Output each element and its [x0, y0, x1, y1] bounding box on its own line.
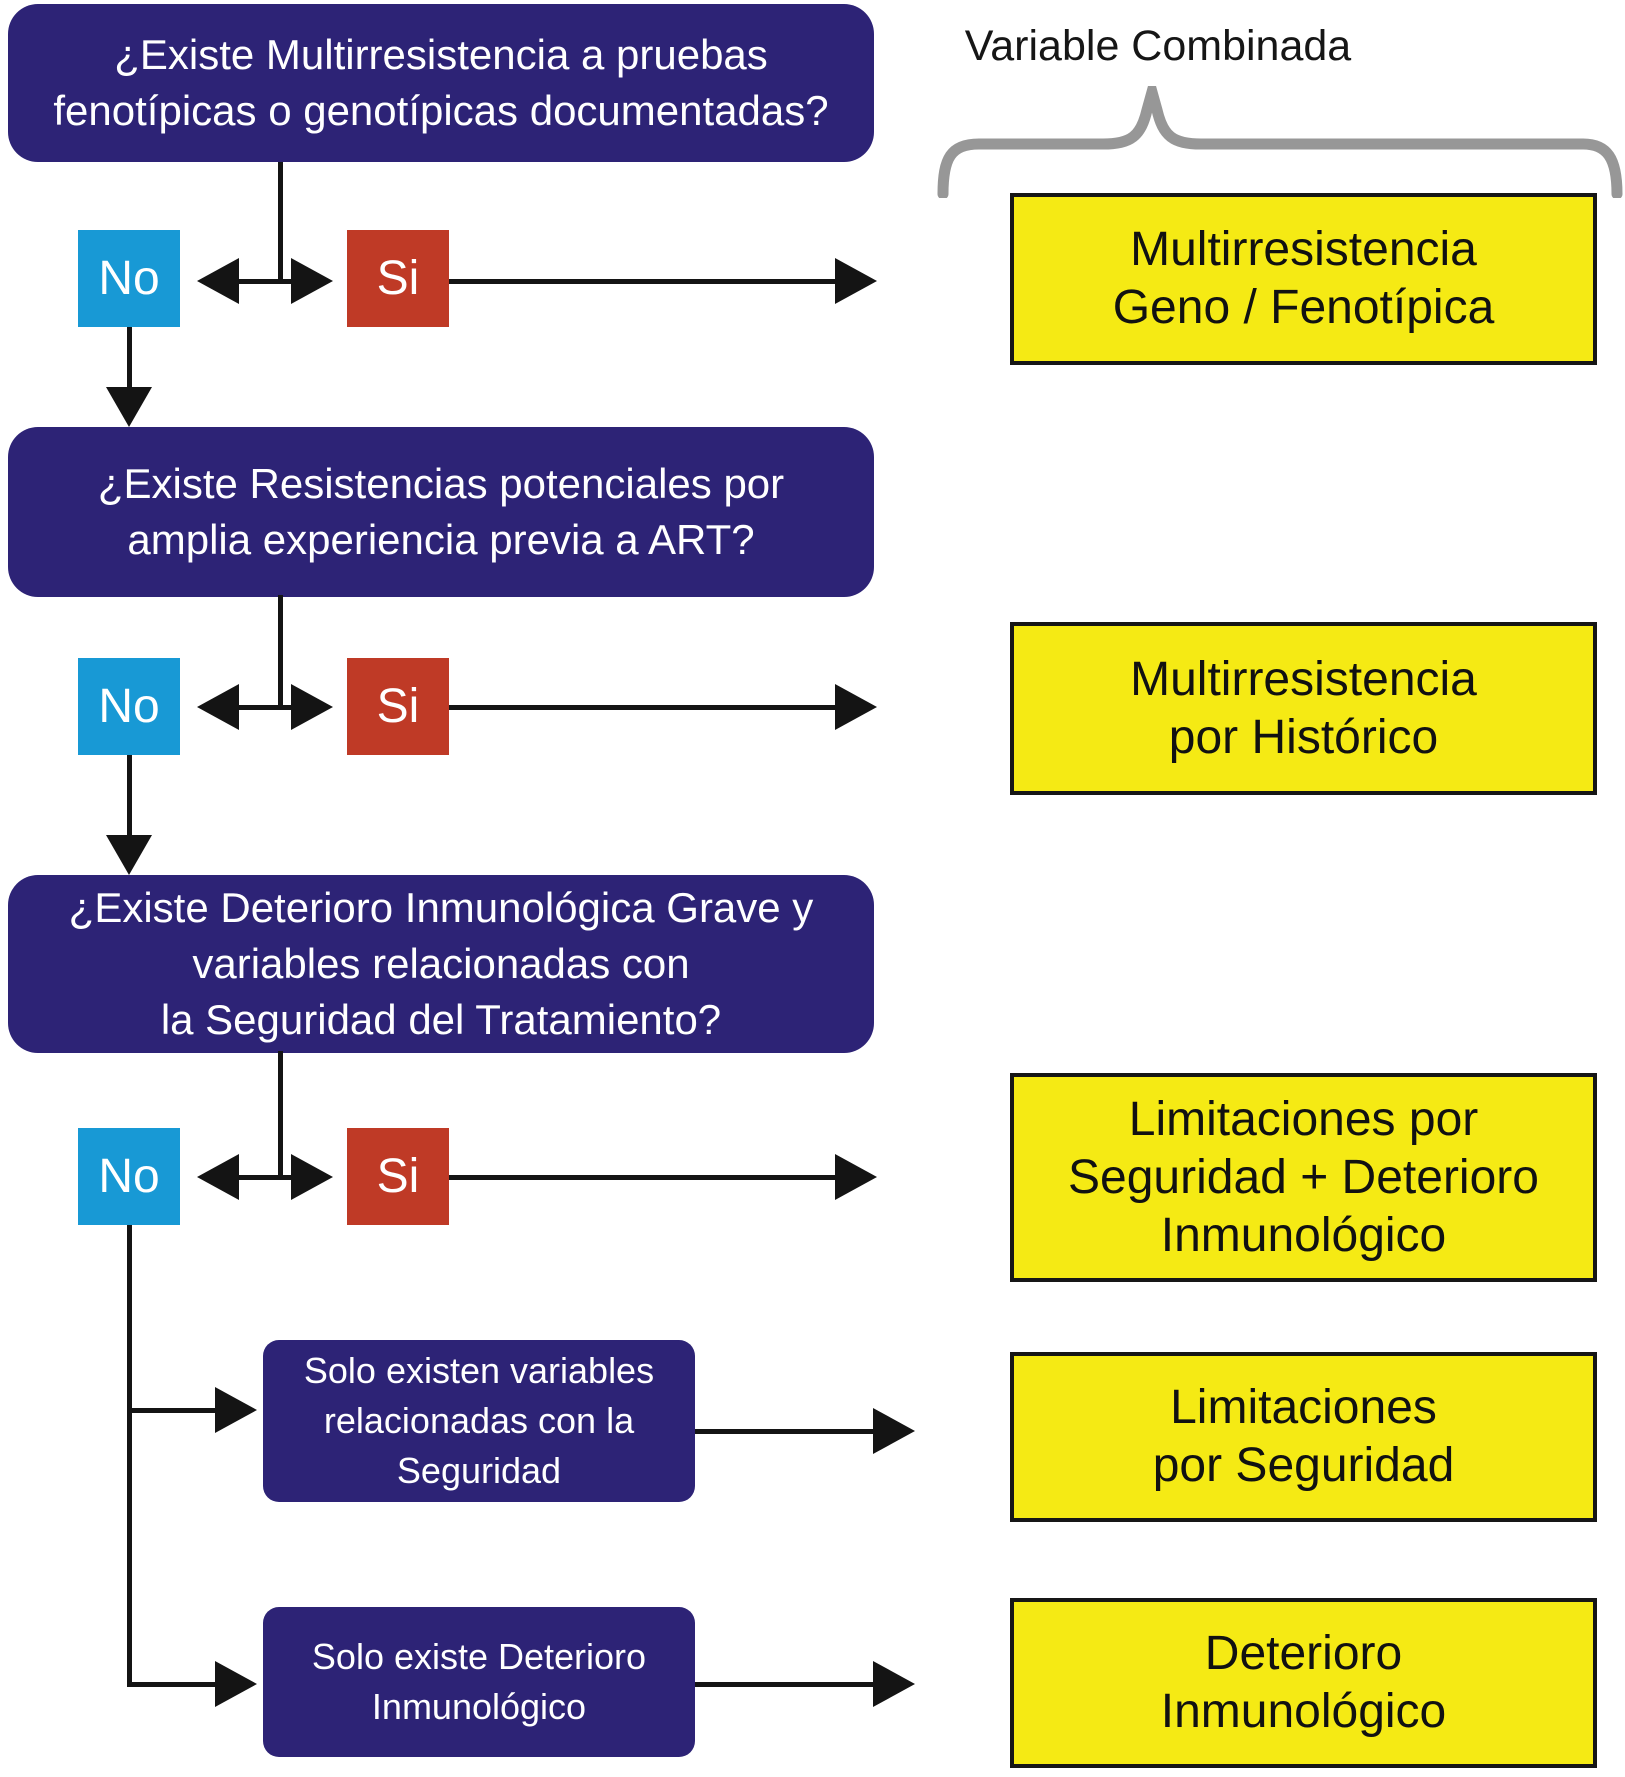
- outcome-2-line-1: Multirresistencia: [1130, 652, 1477, 706]
- outcome-5-line-2: Inmunológico: [1160, 1685, 1447, 1738]
- arrowhead-to-question-3-icon: [106, 835, 152, 875]
- outcome-box-deterioro: Deterioro Inmunológico: [1010, 1598, 1597, 1768]
- si1-to-outcome-line: [449, 279, 837, 284]
- q2-branch-line: [237, 705, 293, 710]
- curly-brace-path: [937, 71, 1623, 200]
- no3-trunk-line: [127, 1225, 132, 1687]
- arrowhead-to-si-3-icon: [291, 1154, 333, 1200]
- arrowhead-to-sub2-icon: [215, 1661, 257, 1707]
- arrowhead-to-sub1-icon: [215, 1387, 257, 1433]
- arrowhead-to-outcome-3-icon: [835, 1154, 877, 1200]
- q3-stem-line: [278, 1051, 283, 1180]
- outcome-box-seguridad: Limitaciones por Seguridad: [1010, 1352, 1597, 1522]
- branch-to-sub2-line: [127, 1682, 217, 1687]
- arrowhead-to-no-3-icon: [197, 1154, 239, 1200]
- sub-condition-box-deterioro: Solo existe Deterioro Inmunológico: [263, 1607, 695, 1757]
- outcome-box-geno-fenotipica: Multirresistencia Geno / Fenotípica: [1010, 193, 1597, 365]
- q1-stem-line: [278, 162, 283, 281]
- sub2-to-outcome-line: [695, 1682, 875, 1687]
- arrowhead-to-outcome-2-icon: [835, 684, 877, 730]
- question-2-line-1: ¿Existe Resistencias potenciales por: [97, 460, 785, 507]
- outcome-3-line-2: Seguridad + Deterioro: [1068, 1150, 1539, 1204]
- arrowhead-to-outcome-4-icon: [873, 1408, 915, 1454]
- sub-condition-1-line-2: relacionadas con la: [323, 1400, 635, 1441]
- no-box-1: No: [78, 230, 180, 327]
- outcome-box-seguridad-deterioro: Limitaciones por Seguridad + Deterioro I…: [1010, 1073, 1597, 1282]
- question-box-2: ¿Existe Resistencias potenciales por amp…: [8, 427, 874, 597]
- sub-condition-2-line-2: Inmunológico: [371, 1686, 587, 1727]
- arrowhead-to-no-1-icon: [197, 258, 239, 304]
- sub1-to-outcome-line: [695, 1429, 875, 1434]
- si-box-3: Si: [347, 1128, 449, 1225]
- si2-to-outcome-line: [449, 705, 837, 710]
- question-1-line-1: ¿Existe Multirresistencia a pruebas: [114, 31, 768, 78]
- no-box-3: No: [78, 1128, 180, 1225]
- question-3-line-1: ¿Existe Deterioro Inmunológica Grave y: [68, 884, 814, 931]
- si-box-2: Si: [347, 658, 449, 755]
- outcome-1-line-2: Geno / Fenotípica: [1112, 281, 1495, 334]
- q1-branch-line: [237, 279, 293, 284]
- no2-down-line: [127, 755, 132, 837]
- sub-condition-2-line-1: Solo existe Deterioro: [311, 1636, 647, 1677]
- si-box-1: Si: [347, 230, 449, 327]
- arrowhead-to-si-1-icon: [291, 258, 333, 304]
- arrowhead-to-si-2-icon: [291, 684, 333, 730]
- outcome-3-line-1: Limitaciones por: [1128, 1092, 1479, 1146]
- no-box-2: No: [78, 658, 180, 755]
- q3-branch-line: [237, 1175, 293, 1180]
- outcome-3-line-3: Inmunológico: [1160, 1208, 1447, 1262]
- si3-to-outcome-line: [449, 1175, 837, 1180]
- outcome-box-historico: Multirresistencia por Histórico: [1010, 622, 1597, 795]
- arrowhead-to-question-2-icon: [106, 387, 152, 427]
- variable-combinada-label: Variable Combinada: [964, 22, 1352, 70]
- sub-condition-box-seguridad: Solo existen variables relacionadas con …: [263, 1340, 695, 1502]
- question-3-line-2: variables relacionadas con: [192, 940, 690, 987]
- outcome-4-line-1: Limitaciones: [1170, 1381, 1437, 1434]
- arrowhead-to-outcome-1-icon: [835, 258, 877, 304]
- question-box-1: ¿Existe Multirresistencia a pruebas feno…: [8, 4, 874, 162]
- no1-down-line: [127, 327, 132, 389]
- outcome-2-line-2: por Histórico: [1168, 710, 1439, 764]
- outcome-5-line-1: Deterioro: [1204, 1627, 1403, 1680]
- outcome-4-line-2: por Seguridad: [1152, 1439, 1455, 1492]
- arrowhead-to-no-2-icon: [197, 684, 239, 730]
- sub-condition-1-line-3: Seguridad: [396, 1450, 562, 1491]
- outcome-1-line-1: Multirresistencia: [1130, 223, 1477, 276]
- q2-stem-line: [278, 595, 283, 710]
- question-3-line-3: la Seguridad del Tratamiento?: [160, 996, 722, 1043]
- curly-brace-icon: [935, 71, 1625, 200]
- question-1-line-2: fenotípicas o genotípicas documentadas?: [53, 87, 829, 134]
- question-2-line-2: amplia experiencia previa a ART?: [127, 516, 755, 563]
- arrowhead-to-outcome-5-icon: [873, 1661, 915, 1707]
- branch-to-sub1-line: [127, 1408, 217, 1413]
- sub-condition-1-line-1: Solo existen variables: [303, 1350, 655, 1391]
- question-box-3: ¿Existe Deterioro Inmunológica Grave y v…: [8, 875, 874, 1053]
